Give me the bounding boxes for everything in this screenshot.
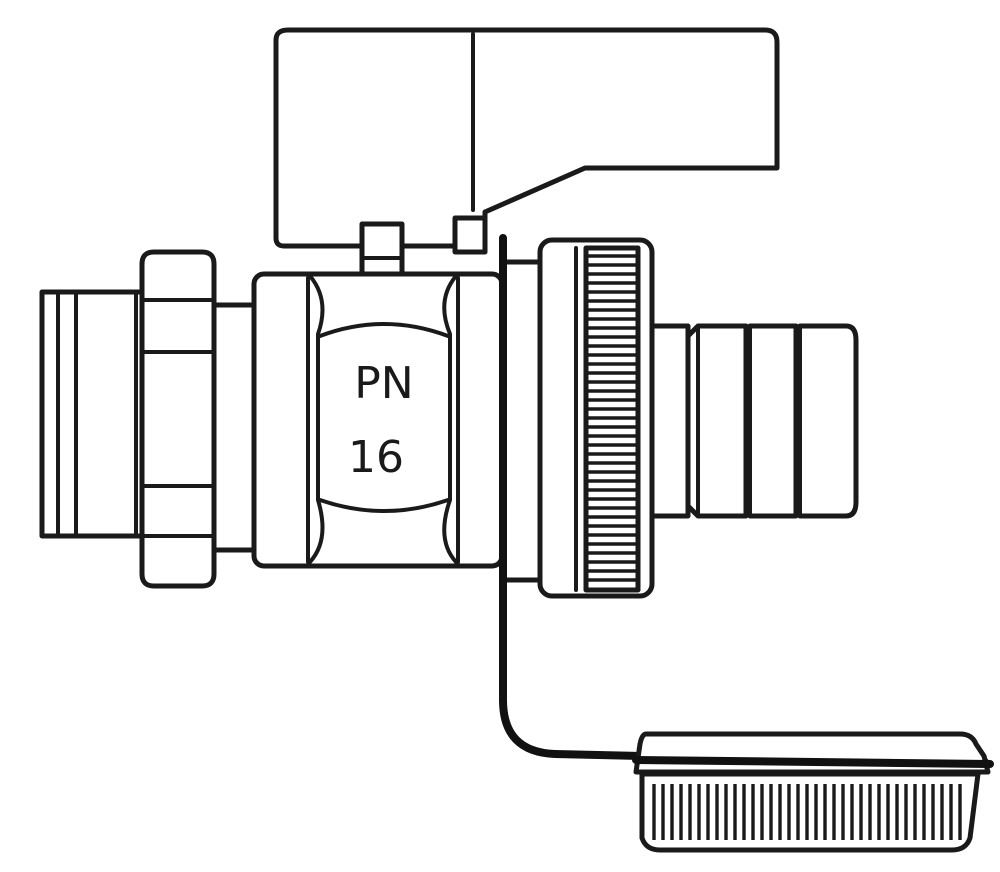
threaded-inlet [39, 289, 145, 539]
union-nut [139, 249, 217, 589]
drain-cap [632, 731, 994, 853]
hose-barb [649, 323, 859, 519]
cap-retaining-strap [499, 234, 989, 766]
tail-piece [211, 302, 257, 553]
lever-handle [273, 27, 780, 249]
pressure-rating-value: 16 [348, 432, 404, 483]
knurled-drain-nut [537, 237, 655, 599]
pn-label: PN [354, 358, 413, 409]
valve-body [251, 271, 505, 569]
